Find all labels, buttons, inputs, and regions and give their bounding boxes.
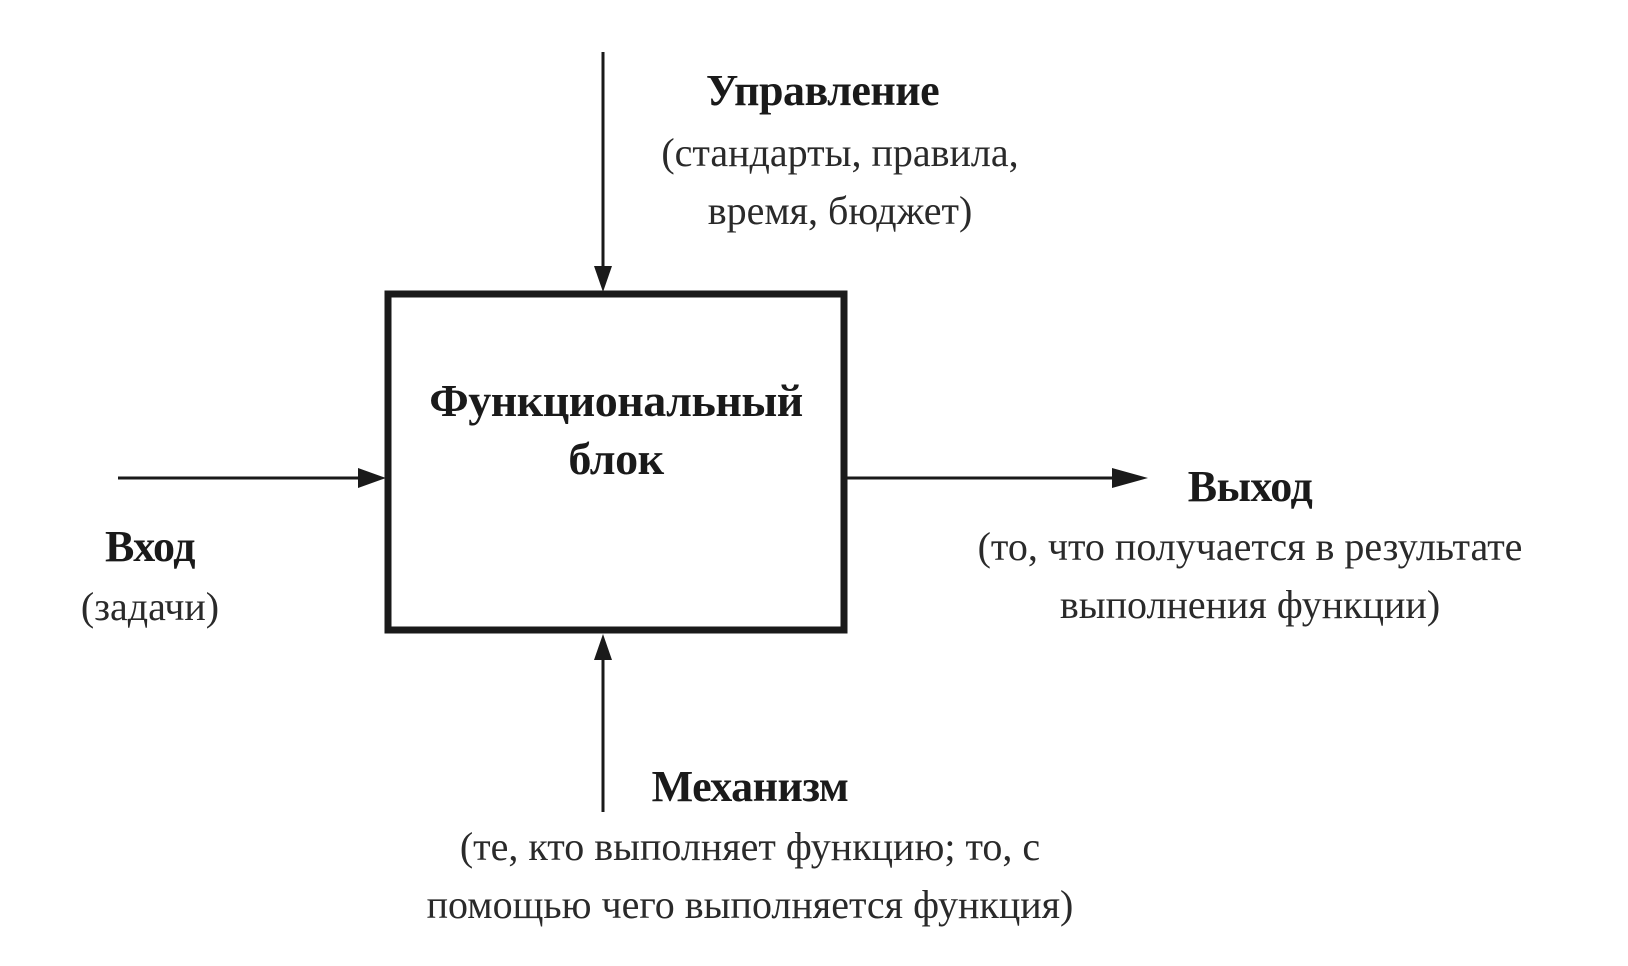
input-desc: (задачи) [80, 584, 220, 629]
output-desc-line2: выполнения функции) [1059, 582, 1441, 627]
input-arrowhead [358, 468, 386, 488]
control-arrowhead [594, 266, 612, 292]
output-arrowhead [1112, 468, 1148, 488]
output-desc-line1: (то, что получается в результате [977, 524, 1523, 569]
control-title: Управление [706, 66, 940, 115]
mechanism-desc-line2: помощью чего выполняется функция) [426, 882, 1074, 927]
function-block [384, 290, 848, 634]
block-title-line2: блок [568, 433, 664, 484]
mechanism-desc-line1: (те, кто выполняет функцию; то, с [459, 824, 1041, 869]
control-desc-line2: время, бюджет) [707, 188, 973, 233]
output-title: Выход [1187, 462, 1313, 511]
input-title: Вход [104, 522, 196, 571]
control-desc-line1: (стандарты, правила, [661, 130, 1019, 175]
block-title-line1: Функциональный [429, 375, 803, 426]
mechanism-arrowhead [594, 634, 612, 660]
mechanism-title: Механизм [651, 762, 849, 811]
